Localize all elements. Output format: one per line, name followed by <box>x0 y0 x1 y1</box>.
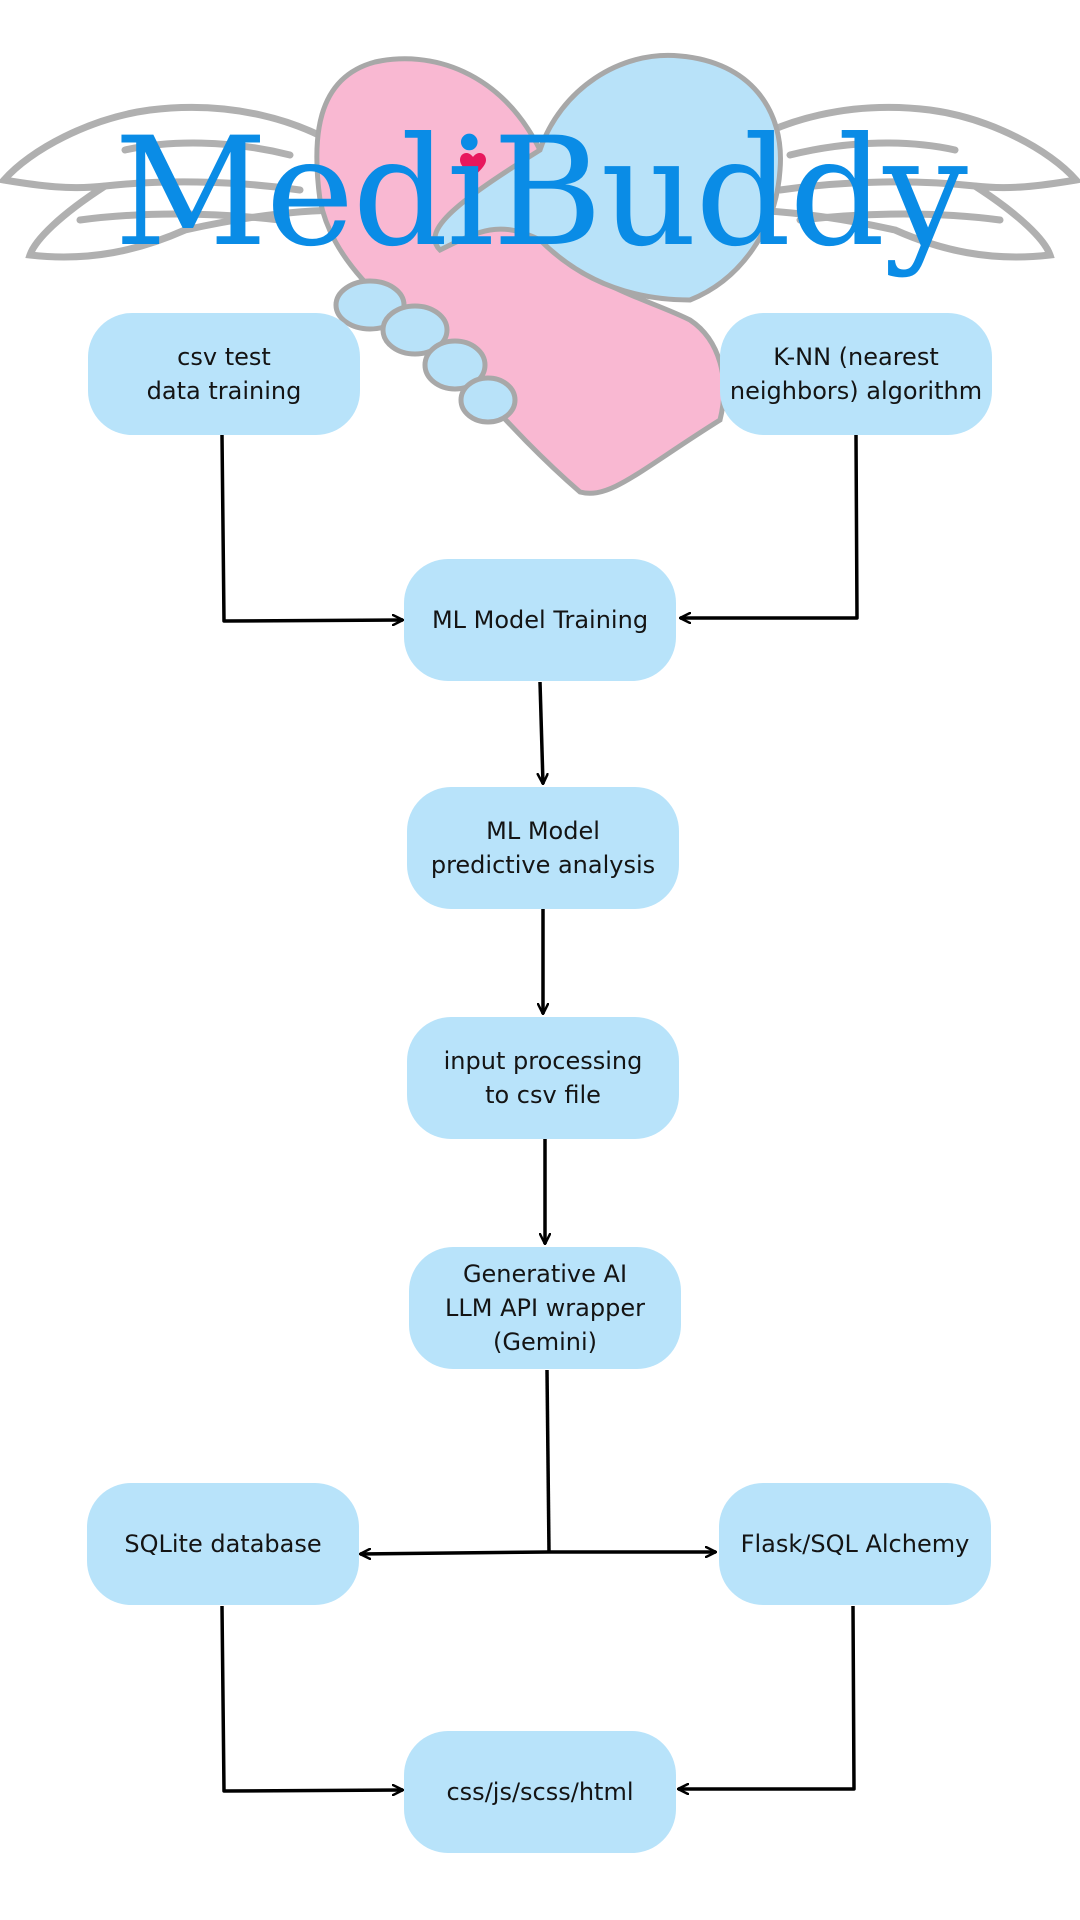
edge-knn-to-ml-training <box>680 434 859 618</box>
edge-csv-to-ml-training <box>220 434 403 621</box>
heart-handshake-icon <box>314 52 783 496</box>
edge-genai-to-sqlite <box>360 1552 550 1554</box>
node-input-processing: input processing to csv file <box>407 1017 679 1139</box>
node-flask-sql-alchemy: Flask/SQL Alchemy <box>719 1483 991 1605</box>
edge-genai-to-branch <box>545 1369 551 1553</box>
small-heart-icon <box>460 153 486 178</box>
medibuddy-logo <box>0 52 1080 496</box>
node-css-js-scss-html: css/js/scss/html <box>404 1731 676 1853</box>
node-knn-algorithm: K-NN (nearest neighbors) algorithm <box>720 313 992 435</box>
edge-flask-to-frontend <box>678 1605 856 1789</box>
angel-wings-icon <box>0 103 1080 261</box>
edge-sqlite-to-frontend <box>220 1605 403 1791</box>
node-sqlite-database: SQLite database <box>87 1483 359 1605</box>
node-ml-model-predictive-analysis: ML Model predictive analysis <box>407 787 679 909</box>
node-ml-model-training: ML Model Training <box>404 559 676 681</box>
logo-title: MediBuddy <box>114 106 968 280</box>
node-csv-test-data-training: csv test data training <box>88 313 360 435</box>
edge-training-to-predictive <box>540 681 543 784</box>
node-generative-ai-wrapper: Generative AI LLM API wrapper (Gemini) <box>409 1247 681 1369</box>
